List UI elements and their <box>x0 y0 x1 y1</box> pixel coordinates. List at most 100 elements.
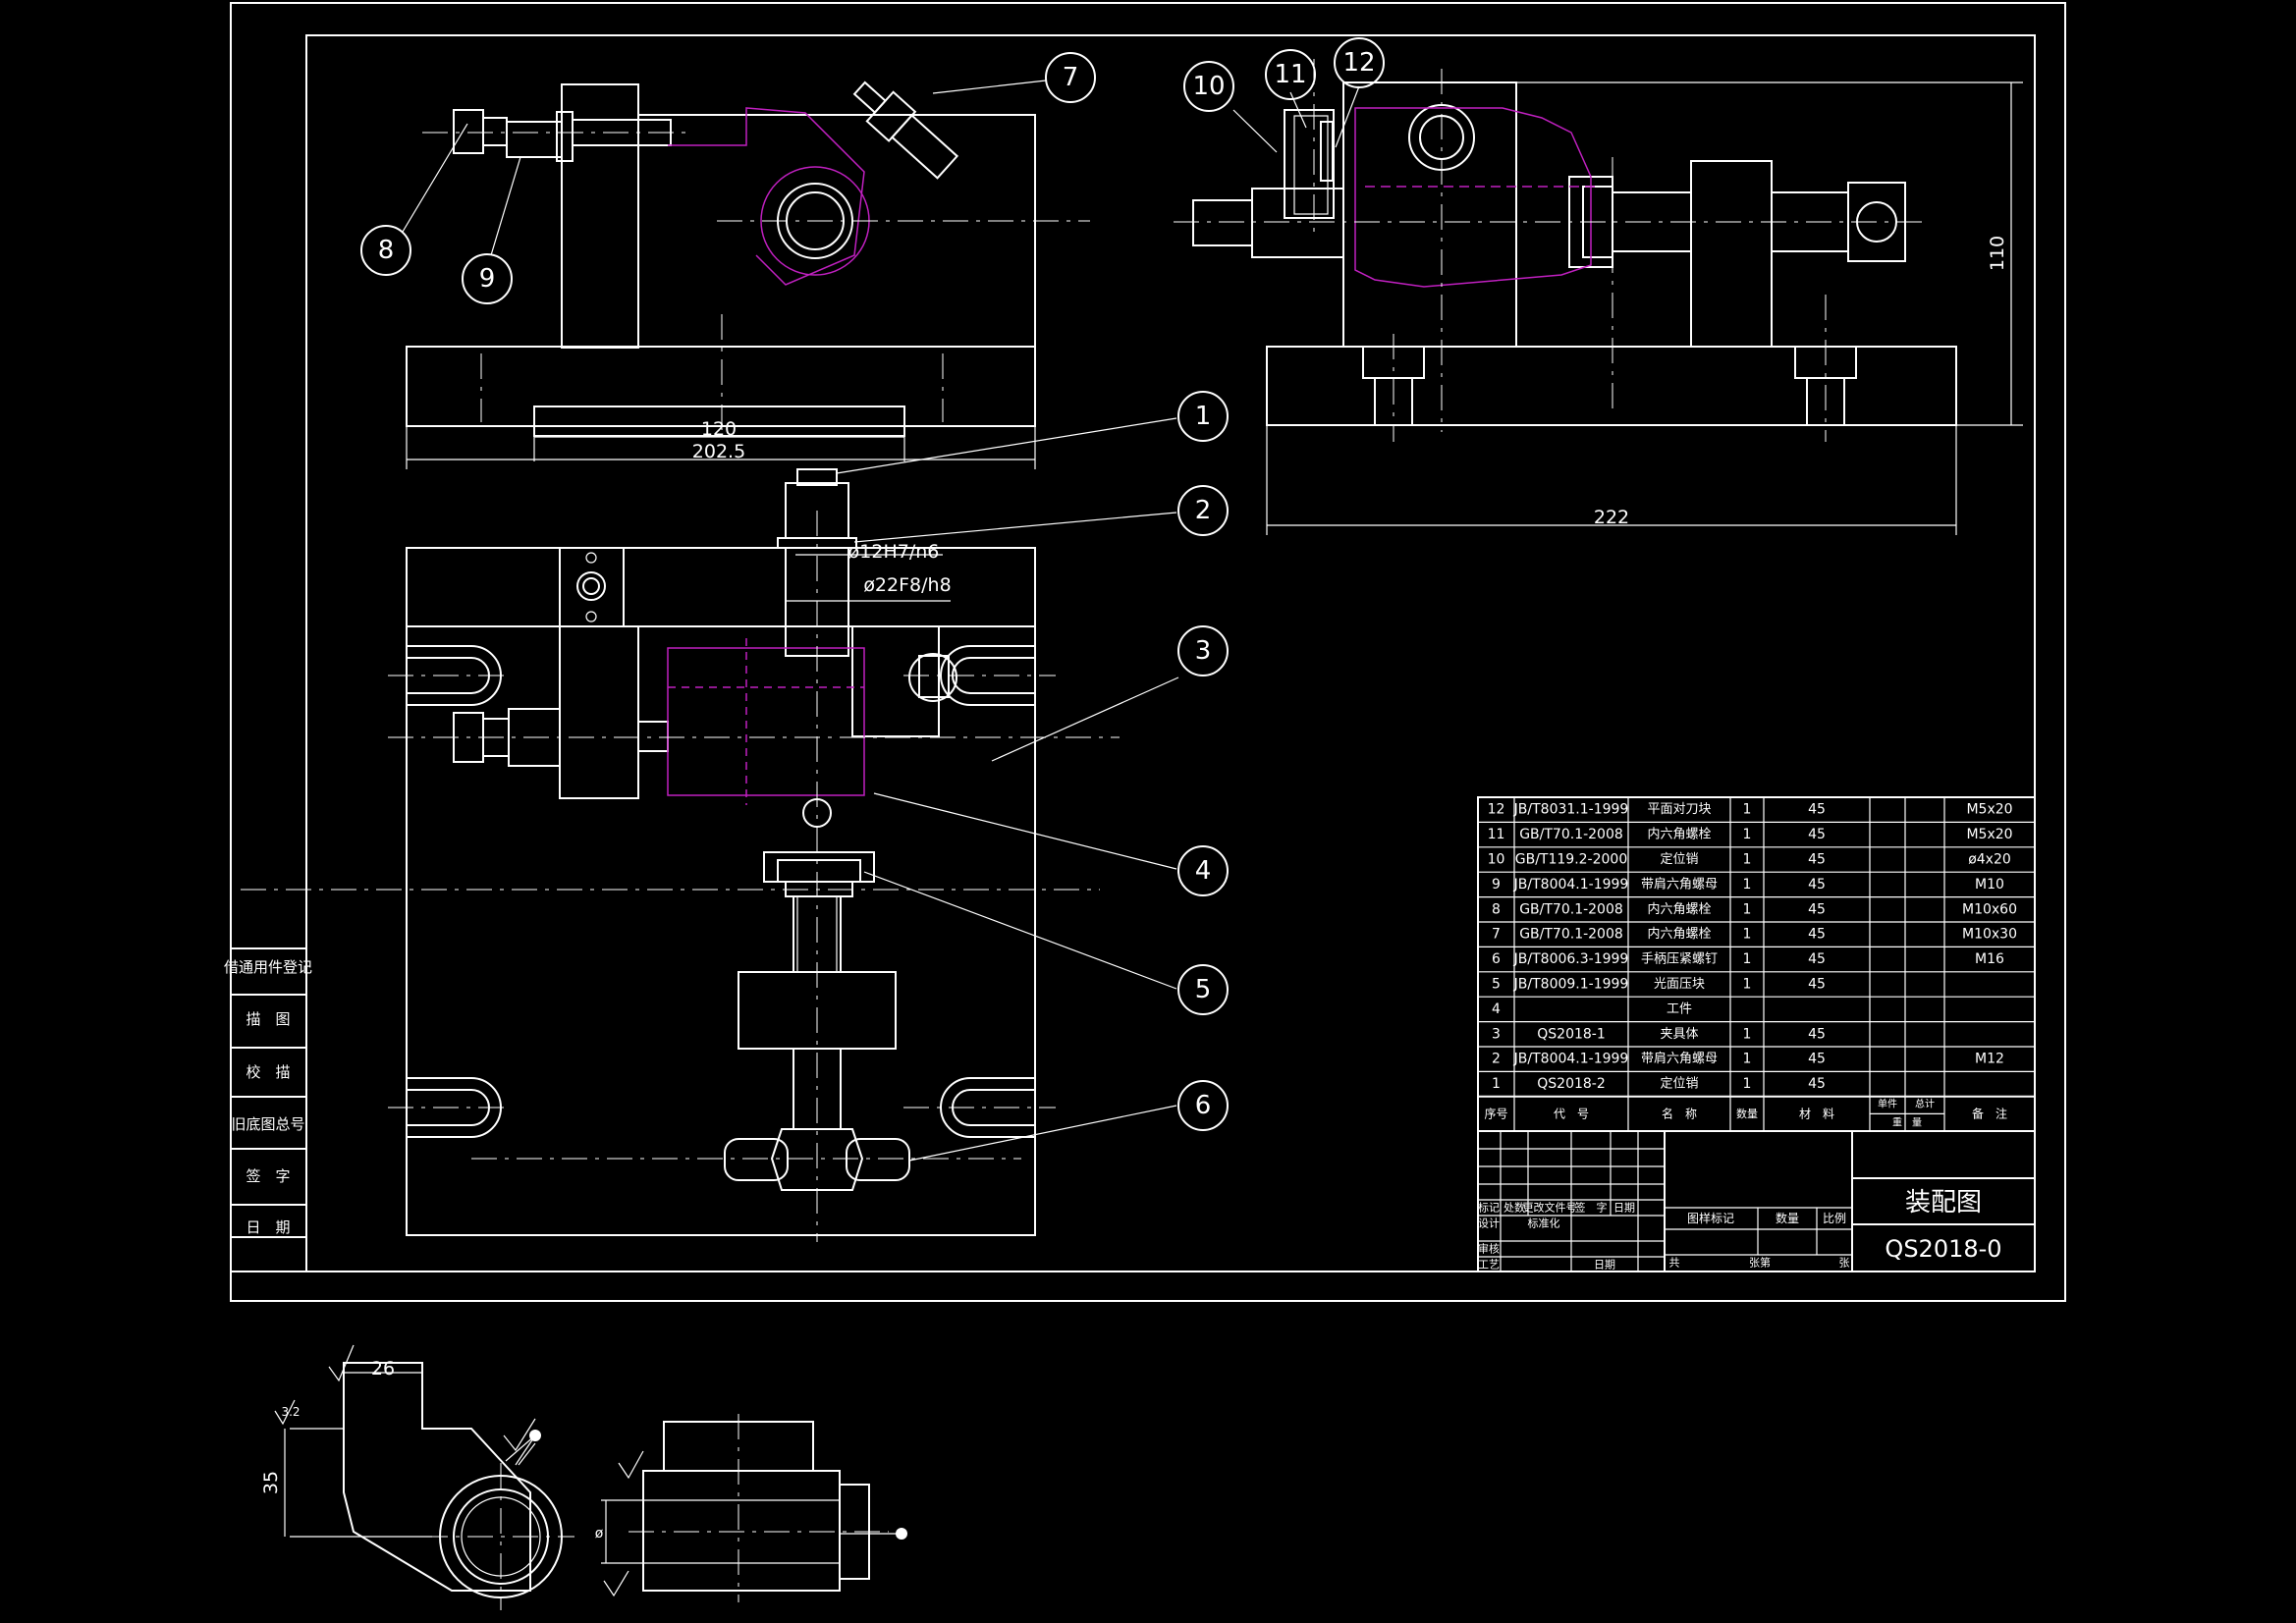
balloon-9: 9 <box>479 264 496 294</box>
balloon-12: 12 <box>1342 48 1375 78</box>
bom-cell-material: 45 <box>1808 877 1826 893</box>
bom-cell-no: 9 <box>1492 877 1501 893</box>
dim-fit-12: ø12H7/n6 <box>848 541 940 563</box>
bom-cell-material: 45 <box>1808 1026 1826 1042</box>
bom-cell-no: 7 <box>1492 927 1501 943</box>
tb-count: 处数 <box>1503 1202 1525 1215</box>
bom-cell-name: 内六角螺栓 <box>1647 926 1711 942</box>
balloon-6: 6 <box>1195 1091 1212 1120</box>
bom-cell-qty: 1 <box>1743 977 1752 993</box>
title-block: 标记 处数 更改文件号 签 字 日期 设计 标准化 审核 工艺 日期 图样标记 … <box>1477 1130 2036 1272</box>
bom-cell-no: 6 <box>1492 951 1501 967</box>
top-plan-view: ø12H7/n6 ø22F8/h8 <box>241 468 1120 1242</box>
tb-mark: 标记 <box>1478 1201 1500 1215</box>
bom-cell-no: 8 <box>1492 901 1501 917</box>
dim-26: 26 <box>371 1358 395 1380</box>
bom-cell-name: 定位销 <box>1660 1077 1698 1092</box>
tb-craft: 工艺 <box>1478 1259 1500 1271</box>
bom-cell-name: 定位销 <box>1660 852 1698 867</box>
tb-date: 日期 <box>1613 1202 1635 1215</box>
bom-cell-name: 内六角螺栓 <box>1647 827 1711 842</box>
side-label: 签 字 <box>246 1167 290 1185</box>
bom-cell-code: JB/T8004.1-1999 <box>1513 1052 1629 1067</box>
bom-header-name: 名 称 <box>1662 1106 1697 1120</box>
bom-cell-code: JB/T8009.1-1999 <box>1513 977 1629 993</box>
bom-cell-material: 45 <box>1808 827 1826 842</box>
bom-cell-no: 10 <box>1488 852 1505 868</box>
tb-sheet2: 张第 <box>1749 1256 1771 1270</box>
bom-cell-qty: 1 <box>1743 877 1752 893</box>
balloon-1: 1 <box>1195 402 1212 431</box>
balloon-4: 4 <box>1195 856 1212 886</box>
side-label: 旧底图总号 <box>231 1115 304 1133</box>
bom-cell-note: M5x20 <box>1966 827 2012 842</box>
bom-cell-note: ø4x20 <box>1968 852 2011 868</box>
bom-cell-code: QS2018-2 <box>1537 1076 1606 1092</box>
balloon-7: 7 <box>1063 63 1079 92</box>
bom-cell-code: JB/T8006.3-1999 <box>1513 951 1629 967</box>
bom-cell-no: 3 <box>1492 1026 1501 1042</box>
side-label-strip: 借通用件登记 描 图 校 描 旧底图总号 签 字 日 期 <box>224 947 312 1238</box>
bom-cell-code: GB/T70.1-2008 <box>1519 827 1623 842</box>
bom-cell-note: M12 <box>1975 1052 2004 1067</box>
bom-cell-note: M16 <box>1975 951 2004 967</box>
balloon-5: 5 <box>1195 975 1212 1004</box>
bom-cell-code: QS2018-1 <box>1537 1026 1606 1042</box>
balloons: 1 2 3 4 5 6 7 8 9 10 11 12 <box>360 37 1385 1162</box>
side-label: 校 描 <box>246 1063 290 1081</box>
bom-cell-qty: 1 <box>1743 901 1752 917</box>
roughness: 3.2 <box>281 1405 300 1419</box>
dim-202-5: 202.5 <box>692 441 745 462</box>
bom-cell-material: 45 <box>1808 901 1826 917</box>
dim-222: 222 <box>1594 507 1629 528</box>
bom-header-material: 材 料 <box>1799 1107 1834 1120</box>
balloon-8: 8 <box>378 236 395 265</box>
bom-cell-material: 45 <box>1808 951 1826 967</box>
part-detail-view: 26 35 3.2 ø <box>260 1344 907 1610</box>
bom-cell-code: GB/T119.2-2000 <box>1515 852 1627 868</box>
side-label: 描 图 <box>246 1010 290 1028</box>
bom-cell-no: 1 <box>1492 1076 1501 1092</box>
bom-cell-note: M5x20 <box>1966 802 2012 818</box>
bom-cell-material: 45 <box>1808 1076 1826 1092</box>
bom-cell-name: 手柄压紧螺钉 <box>1641 952 1718 967</box>
bom-header-unit: 单件 <box>1878 1098 1897 1109</box>
inner-frame <box>305 34 2036 1272</box>
dim-35: 35 <box>260 1471 282 1494</box>
bom-cell-note: M10 <box>1975 877 2004 893</box>
bom-header-code: 代 号 <box>1554 1107 1589 1120</box>
bom-header-no: 序号 <box>1484 1106 1507 1120</box>
bom-cell-note: M10x60 <box>1962 901 2017 917</box>
outer-border <box>230 2 2066 1302</box>
tb-check: 审核 <box>1478 1242 1500 1256</box>
bom-cell-code: GB/T70.1-2008 <box>1519 901 1623 917</box>
bom-cell-name: 带肩六角螺母 <box>1641 1051 1718 1066</box>
dim-phi: ø <box>595 1526 604 1542</box>
bom-cell-material: 45 <box>1808 802 1826 818</box>
side-label: 借通用件登记 <box>224 958 312 976</box>
balloon-2: 2 <box>1195 496 1212 525</box>
bom-header-qty: 数量 <box>1736 1108 1758 1120</box>
bom-cell-name: 夹具体 <box>1660 1027 1698 1042</box>
tb-scale: 比例 <box>1823 1212 1846 1225</box>
bom-header-note: 备 注 <box>1972 1106 2007 1120</box>
bom-cell-code: JB/T8004.1-1999 <box>1513 877 1629 893</box>
bom-cell-qty: 1 <box>1743 1052 1752 1067</box>
tb-date2: 日期 <box>1594 1259 1615 1271</box>
bom-cell-name: 带肩六角螺母 <box>1641 876 1718 892</box>
bom-cell-code: JB/T8031.1-1999 <box>1513 802 1629 818</box>
drawing-title: 装配图 <box>1905 1188 1982 1217</box>
bom-cell-material: 45 <box>1808 927 1826 943</box>
bom-cell-note: M10x30 <box>1962 927 2017 943</box>
bom-cell-material: 45 <box>1808 1052 1826 1067</box>
bom-cell-qty: 1 <box>1743 827 1752 842</box>
front-section-view: 120 202.5 <box>406 81 1090 469</box>
dim-110: 110 <box>1987 236 2008 271</box>
bom-cell-qty: 1 <box>1743 802 1752 818</box>
tb-sheet: 共 <box>1669 1257 1680 1270</box>
bom-cell-no: 11 <box>1488 827 1505 842</box>
tb-sheet3: 张 <box>1839 1257 1850 1270</box>
bom-cell-no: 12 <box>1488 802 1505 818</box>
